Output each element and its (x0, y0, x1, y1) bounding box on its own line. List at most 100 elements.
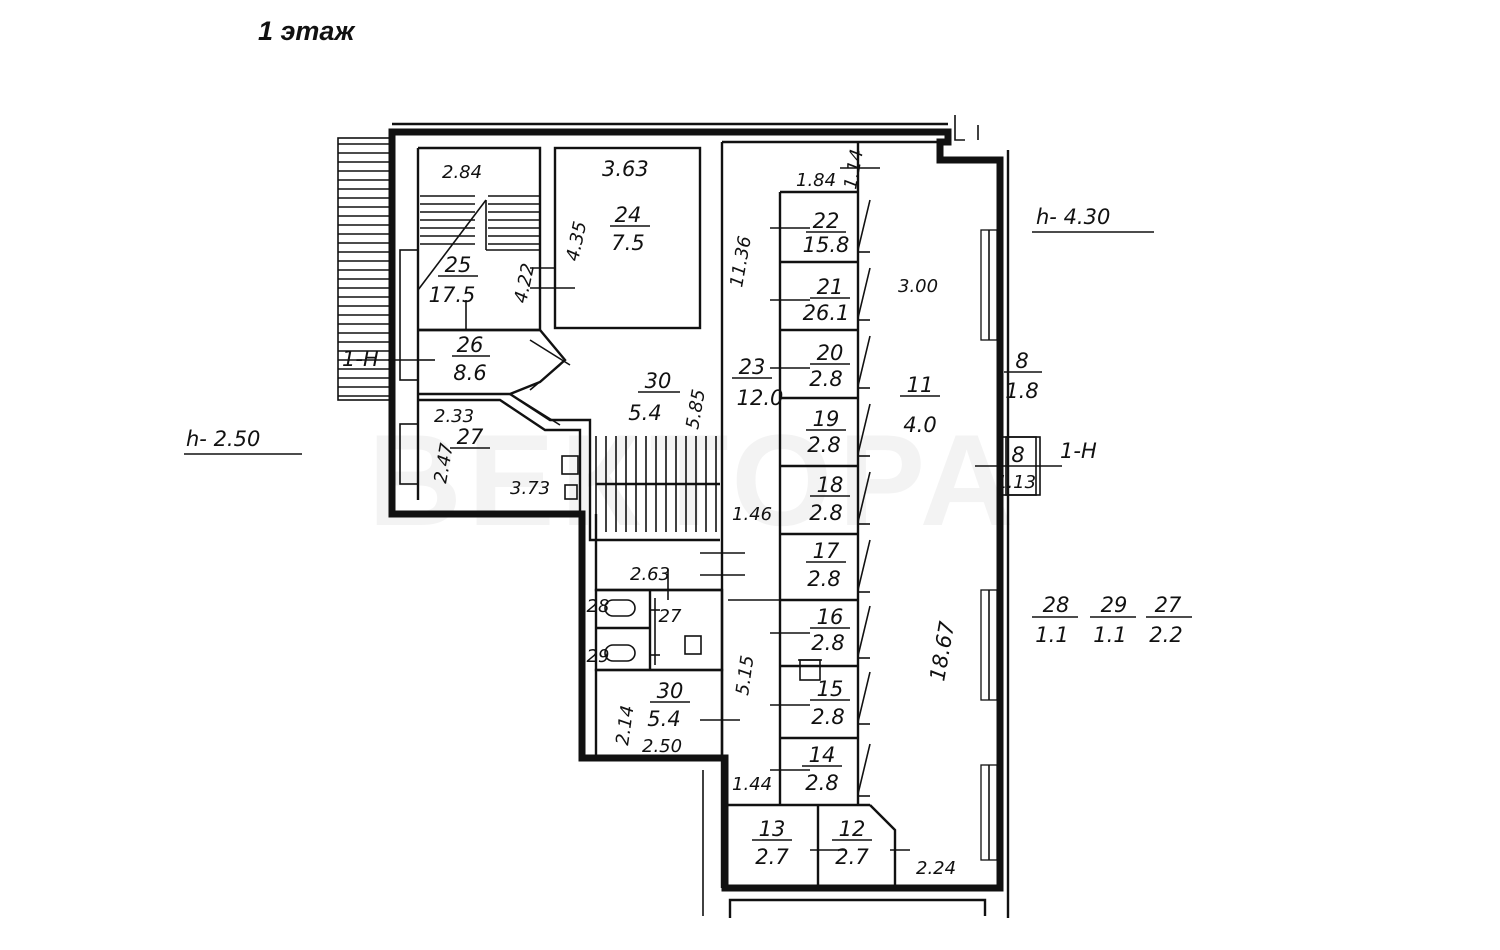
svg-text:h- 4.30: h- 4.30 (1036, 205, 1110, 229)
svg-text:4.22: 4.22 (510, 261, 539, 305)
svg-text:18.67: 18.67 (925, 619, 959, 683)
room-8-outside: 81.8 (1004, 349, 1042, 403)
svg-text:25: 25 (445, 253, 472, 277)
svg-text:15.8: 15.8 (803, 233, 850, 257)
svg-text:2.14: 2.14 (612, 704, 638, 747)
svg-text:26.1: 26.1 (803, 301, 850, 325)
room-9: 114.0 (900, 373, 940, 437)
svg-text:28: 28 (587, 596, 610, 617)
svg-text:1.13: 1.13 (996, 472, 1036, 493)
svg-text:3.63: 3.63 (602, 157, 649, 181)
svg-text:22: 22 (813, 209, 840, 233)
svg-text:1.44: 1.44 (732, 774, 772, 795)
svg-text:15: 15 (817, 677, 844, 701)
svg-text:23: 23 (739, 355, 766, 379)
svg-text:2.24: 2.24 (916, 858, 956, 879)
svg-text:7.5: 7.5 (611, 231, 644, 255)
svg-text:24: 24 (615, 203, 642, 227)
room-17: 192.8 (806, 407, 846, 457)
svg-text:2.8: 2.8 (811, 705, 844, 729)
svg-text:2.7: 2.7 (755, 845, 789, 869)
dimension-ticks (420, 167, 1062, 851)
svg-text:28: 28 (1043, 593, 1070, 617)
svg-text:21: 21 (817, 275, 844, 299)
svg-text:1.8: 1.8 (1005, 379, 1038, 403)
room-11: 132.7 (752, 817, 792, 869)
entrance-right: 1-Н (1060, 439, 1097, 463)
room-26: 27 (450, 425, 490, 449)
svg-text:5.4: 5.4 (647, 707, 680, 731)
svg-text:2.8: 2.8 (807, 433, 840, 457)
svg-text:2.7: 2.7 (835, 845, 869, 869)
svg-text:2.84: 2.84 (442, 162, 482, 183)
svg-text:2.50: 2.50 (642, 736, 682, 757)
svg-text:5.4: 5.4 (628, 401, 661, 425)
room-25: 305.4 (628, 369, 680, 425)
svg-text:2.8: 2.8 (811, 631, 844, 655)
svg-text:2.8: 2.8 (809, 367, 842, 391)
svg-text:1-Н: 1-Н (342, 347, 379, 371)
svg-text:1.46: 1.46 (732, 504, 772, 525)
svg-text:8: 8 (1015, 349, 1028, 373)
svg-text:16: 16 (817, 605, 844, 629)
room-23: 25 17.5 (429, 253, 478, 307)
svg-text:26: 26 (457, 333, 484, 357)
interior-walls (416, 140, 940, 888)
svg-text:12: 12 (839, 817, 866, 841)
room-13: 152.8 (810, 677, 850, 729)
svg-text:5.15: 5.15 (732, 654, 758, 697)
svg-text:8.6: 8.6 (453, 361, 486, 385)
room-21: 23 12.0 (732, 355, 783, 410)
svg-text:27: 27 (457, 425, 484, 449)
room-14: 162.8 (810, 605, 850, 655)
room-22: 247.5 (610, 203, 650, 255)
svg-text:2.8: 2.8 (807, 567, 840, 591)
exterior-walls (388, 115, 1010, 918)
svg-text:2.33: 2.33 (434, 406, 474, 427)
svg-text:1-Н: 1-Н (1060, 439, 1097, 463)
room-15: 172.8 (806, 539, 846, 591)
svg-text:3.00: 3.00 (898, 276, 938, 297)
level-right: h- 4.30 (1032, 205, 1154, 233)
svg-text:1.14: 1.14 (840, 148, 868, 191)
entrance-left: 1-Н (342, 347, 420, 371)
room-24: 268.6 (452, 333, 490, 385)
svg-text:2.2: 2.2 (1149, 623, 1182, 647)
svg-text:27: 27 (1155, 593, 1182, 617)
svg-text:3.73: 3.73 (510, 478, 550, 499)
watermark: ВЕКТОРА (368, 407, 1020, 553)
svg-text:18: 18 (817, 473, 844, 497)
svg-text:20: 20 (817, 341, 844, 365)
room-16: 182.8 (809, 473, 850, 525)
level-left: h- 2.50 (184, 427, 302, 455)
room-18: 202.8 (809, 341, 850, 391)
svg-text:2.8: 2.8 (809, 501, 842, 525)
area-legend: 28 1.1 29 1.1 27 2.2 (1032, 593, 1192, 647)
left-exterior-stairs (337, 137, 419, 485)
svg-text:14: 14 (809, 743, 836, 767)
svg-text:1.1: 1.1 (1093, 623, 1126, 647)
svg-text:13: 13 (759, 817, 786, 841)
svg-text:4.0: 4.0 (903, 413, 936, 437)
room-12: 142.8 (802, 743, 842, 795)
svg-text:2.8: 2.8 (805, 771, 838, 795)
room-10: 122.7 (832, 817, 872, 869)
svg-text:27: 27 (659, 606, 682, 627)
svg-text:30: 30 (645, 369, 672, 393)
svg-text:19: 19 (813, 407, 840, 431)
svg-text:17.5: 17.5 (429, 283, 476, 307)
svg-text:29: 29 (587, 646, 610, 667)
svg-text:11.36: 11.36 (726, 234, 756, 288)
svg-text:1.84: 1.84 (796, 170, 836, 191)
floor-title: 1 этаж (258, 16, 356, 46)
service-labels: 30 5.4 27 28 29 (587, 596, 690, 731)
svg-text:12.0: 12.0 (737, 386, 784, 410)
room-8-right: 81.13 (996, 443, 1036, 493)
svg-text:1.1: 1.1 (1035, 623, 1068, 647)
windows-right (980, 229, 998, 861)
svg-text:17: 17 (813, 539, 840, 563)
